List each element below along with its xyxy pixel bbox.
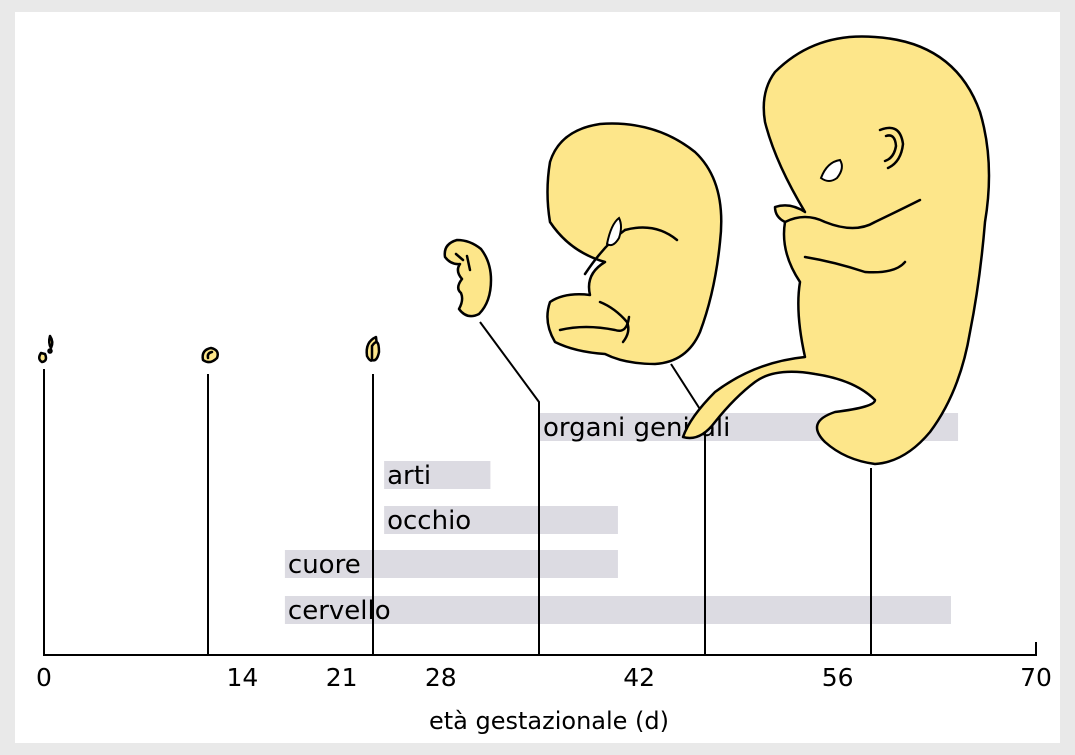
x-tick-label-0: 0 [36, 663, 52, 692]
x-tick-label-56: 56 [822, 663, 854, 692]
x-tick-label-42: 42 [623, 663, 655, 692]
bar-occhio: occhio [384, 506, 618, 536]
bar-label-occhio: occhio [387, 506, 471, 536]
bar-label-cuore: cuore [288, 550, 361, 580]
bar-cervello: cervello [285, 596, 951, 626]
x-tick-label-28: 28 [425, 663, 457, 692]
embryo-day-28-illustration [445, 240, 491, 316]
x-axis: 0 14 21 28 42 56 70 età gestazionale (d) [36, 642, 1052, 735]
x-tick-label-14: 14 [226, 663, 258, 692]
embryo-day-0-illustration [39, 336, 52, 362]
bar-cuore: cuore [285, 550, 618, 580]
embryo-day-56-illustration [683, 36, 989, 464]
bar-arti: arti [384, 461, 490, 491]
x-tick-label-70: 70 [1020, 663, 1052, 692]
bar-label-cervello: cervello [288, 596, 391, 626]
embryo-day-21-illustration [367, 337, 379, 361]
embryo-day-14-illustration [203, 348, 218, 362]
bar-label-arti: arti [387, 461, 431, 491]
embryo-day-42-illustration [547, 124, 721, 364]
x-axis-title: età gestazionale (d) [429, 707, 669, 735]
x-axis-ticks: 0 14 21 28 42 56 70 [36, 663, 1052, 692]
x-tick-label-21: 21 [326, 663, 358, 692]
